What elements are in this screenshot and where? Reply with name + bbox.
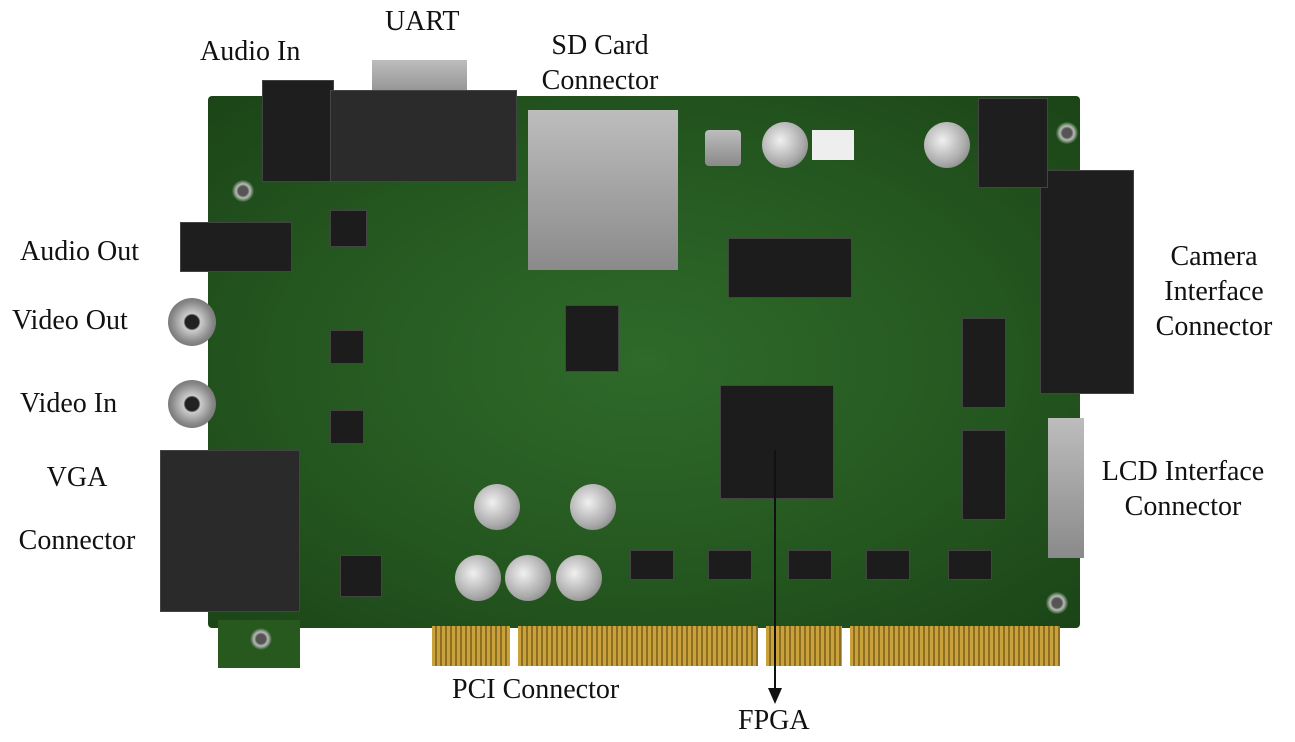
ic-chip xyxy=(866,550,910,580)
audio-in-jack xyxy=(262,80,334,182)
pci-fingers xyxy=(850,626,1060,666)
label-line: Connector xyxy=(18,525,136,556)
ic-chip xyxy=(330,410,364,444)
label-pci-connector: PCI Connector xyxy=(452,674,620,705)
label-lcd-interface: LCD Interface Connector xyxy=(1086,454,1280,524)
sd-card-connector xyxy=(528,110,678,270)
label-fpga: FPGA xyxy=(738,705,810,736)
uart-connector xyxy=(330,90,517,182)
label-video-out: Video Out xyxy=(12,305,128,336)
ic-chip xyxy=(948,550,992,580)
lcd-interface-connector xyxy=(1048,418,1084,558)
power-jack xyxy=(978,98,1048,188)
label-line: Connector xyxy=(1155,311,1273,342)
mounting-hole xyxy=(1046,592,1068,614)
label-video-in: Video In xyxy=(20,388,118,419)
capacitor xyxy=(762,122,808,168)
label-line: Camera xyxy=(1170,241,1258,272)
mounting-hole xyxy=(1056,122,1078,144)
push-button xyxy=(705,130,741,166)
label-line: Connector xyxy=(1124,491,1242,522)
mounting-hole xyxy=(250,628,272,650)
label-vga-connector: VGA Connector xyxy=(6,460,148,558)
label-audio-out: Audio Out xyxy=(20,236,139,267)
fpga-chip xyxy=(720,385,834,499)
fpga-arrow xyxy=(768,450,782,704)
capacitor xyxy=(455,555,501,601)
vga-connector xyxy=(160,450,300,612)
mounting-hole xyxy=(232,180,254,202)
ic-chip xyxy=(788,550,832,580)
label-line: SD Card xyxy=(551,30,649,61)
ic-chip xyxy=(728,238,852,298)
label-uart: UART xyxy=(385,6,460,37)
label-audio-in: Audio In xyxy=(200,36,301,67)
label-line: Interface xyxy=(1164,276,1264,307)
capacitor xyxy=(474,484,520,530)
capacitor xyxy=(924,122,970,168)
label-camera-interface: Camera Interface Connector xyxy=(1142,239,1286,344)
label-line: Connector xyxy=(541,65,659,96)
capacitor xyxy=(505,555,551,601)
ic-chip xyxy=(340,555,382,597)
ic-chip xyxy=(630,550,674,580)
audio-out-jack xyxy=(180,222,292,272)
video-in-rca xyxy=(168,380,216,428)
video-out-rca xyxy=(168,298,216,346)
label-line: VGA xyxy=(46,462,108,493)
ic-chip xyxy=(708,550,752,580)
pci-fingers xyxy=(518,626,758,666)
oscillator xyxy=(812,130,854,160)
header-pins xyxy=(962,318,1006,408)
header-pins xyxy=(962,430,1006,520)
ic-chip xyxy=(330,210,367,247)
pci-fingers xyxy=(432,626,510,666)
capacitor xyxy=(556,555,602,601)
pci-fingers xyxy=(766,626,842,666)
label-sd-card: SD Card Connector xyxy=(530,28,670,98)
label-line: LCD Interface xyxy=(1101,456,1265,487)
ic-chip xyxy=(565,305,619,372)
ic-chip xyxy=(330,330,364,364)
capacitor xyxy=(570,484,616,530)
camera-interface-connector xyxy=(1040,170,1134,394)
